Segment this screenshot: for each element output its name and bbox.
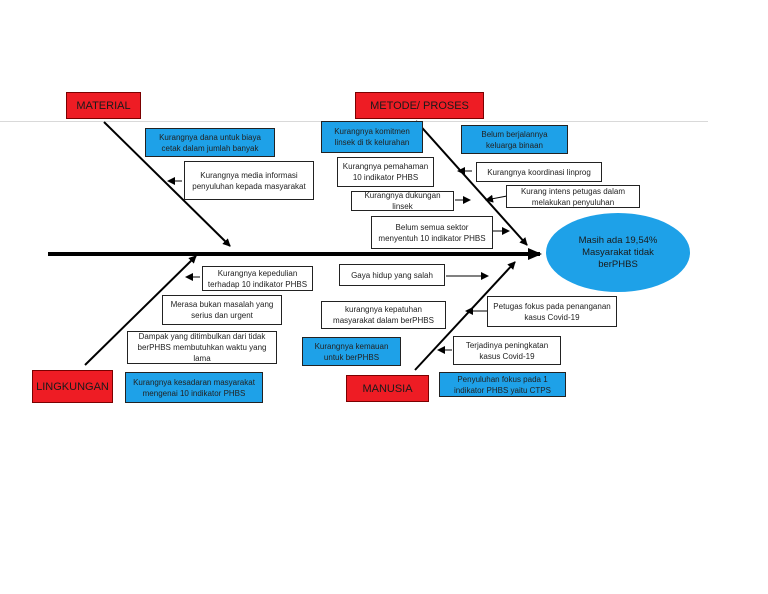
cause-gaya-hidup: Gaya hidup yang salah	[339, 264, 445, 286]
effect-ellipse: Masih ada 19,54% Masyarakat tidak berPHB…	[546, 213, 690, 292]
category-manusia: MANUSIA	[346, 375, 429, 402]
cause-kemauan: Kurangnya kemauan untuk berPHBS	[302, 337, 401, 366]
cause-dukungan-linsek: Kurangnya dukungan linsek	[351, 191, 454, 211]
bone-manusia	[414, 261, 516, 371]
cause-petugas-covid: Petugas fokus pada penanganan kasus Covi…	[487, 296, 617, 327]
cause-intens-penyuluhan: Kurang intens petugas dalam melakukan pe…	[506, 185, 640, 208]
cause-dana-cetak: Kurangnya dana untuk biaya cetak dalam j…	[145, 128, 275, 157]
category-metode: METODE/ PROSES	[355, 92, 484, 119]
category-lingkungan: LINGKUNGAN	[32, 370, 113, 403]
cause-media-informasi: Kurangnya media informasi penyuluhan kep…	[184, 161, 314, 200]
bone-lingkungan	[84, 255, 197, 366]
cause-bukan-masalah: Merasa bukan masalah yang serius dan urg…	[162, 295, 282, 325]
cause-kepatuhan: kurangnya kepatuhan masyarakat dalam ber…	[321, 301, 446, 329]
cause-komitmen-linsek: Kurangnya komitmen linsek di tk keluraha…	[321, 121, 423, 153]
cause-semua-sektor: Belum semua sektor menyentuh 10 indikato…	[371, 216, 493, 249]
cause-penyuluhan-ctps: Penyuluhan fokus pada 1 indikator PHBS y…	[439, 372, 566, 397]
cause-keluarga-binaan: Belum berjalannya keluarga binaan	[461, 125, 568, 154]
cause-peningkatan-covid: Terjadinya peningkatan kasus Covid-19	[453, 336, 561, 365]
cause-pemahaman-phbs: Kurangnya pemahaman 10 indikator PHBS	[337, 157, 434, 187]
cause-kepedulian: Kurangnya kepedulian terhadap 10 indikat…	[202, 266, 313, 291]
sub-arrow-intens	[485, 194, 508, 203]
cause-dampak-lama: Dampak yang ditimbulkan dari tidak berPH…	[127, 331, 277, 364]
category-material: MATERIAL	[66, 92, 141, 119]
bone-metode	[415, 120, 528, 246]
cause-koordinasi-linprog: Kurangnya koordinasi linprog	[476, 162, 602, 182]
cause-kesadaran-masyarakat: Kurangnya kesadaran masyarakat mengenai …	[125, 372, 263, 403]
